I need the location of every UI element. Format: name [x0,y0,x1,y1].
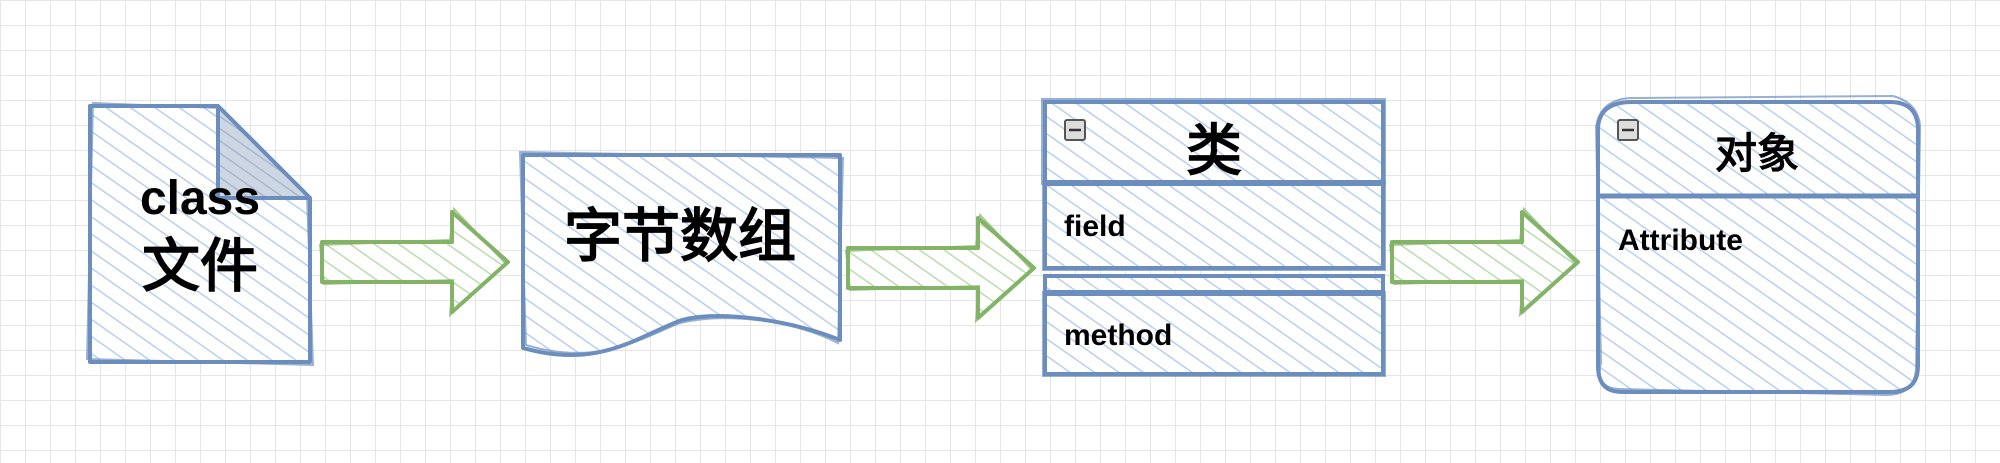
byte-array-shape [521,153,842,358]
byte-array-shape-sketch [518,150,845,354]
class-file-node[interactable]: class 文件 [85,101,315,367]
object-shape-sketch [1594,94,1922,397]
class-method-label: method [1064,319,1172,352]
arrow-byte-array-to-class [844,212,1036,324]
class-file-shape-sketch [85,101,315,367]
class-header [1043,100,1385,184]
arrow-shape-sketch [844,212,1034,324]
arrow-class-to-object [1388,206,1580,318]
arrow-shape [1390,210,1580,314]
byte-array-node[interactable]: 字节数组 [518,150,845,358]
class-file-label-line2: 文件 [142,234,258,299]
object-attribute-label: Attribute [1618,224,1743,257]
arrow-shape [320,210,510,314]
object-title: 对象 [1715,130,1799,177]
class-field-section-sketch [1042,181,1386,271]
class-field-section [1043,182,1385,270]
arrow-shape [846,216,1036,320]
folded-corner-icon [216,104,312,200]
arrow-shape-sketch [318,206,508,318]
class-node[interactable]: 类 field method [1041,98,1386,377]
object-node[interactable]: 对象 Attribute [1594,94,1922,397]
object-shape [1596,100,1920,394]
class-method-section-sketch [1042,291,1386,377]
class-method-section [1043,292,1385,376]
class-divider [1043,274,1385,294]
class-file-label-line1: class [140,172,260,225]
class-field-label: field [1064,210,1126,243]
arrow-shape-sketch [1388,206,1578,318]
class-title: 类 [1186,119,1242,182]
arrow-class-file-to-byte-array [318,206,510,318]
byte-array-label: 字节数组 [564,204,796,269]
